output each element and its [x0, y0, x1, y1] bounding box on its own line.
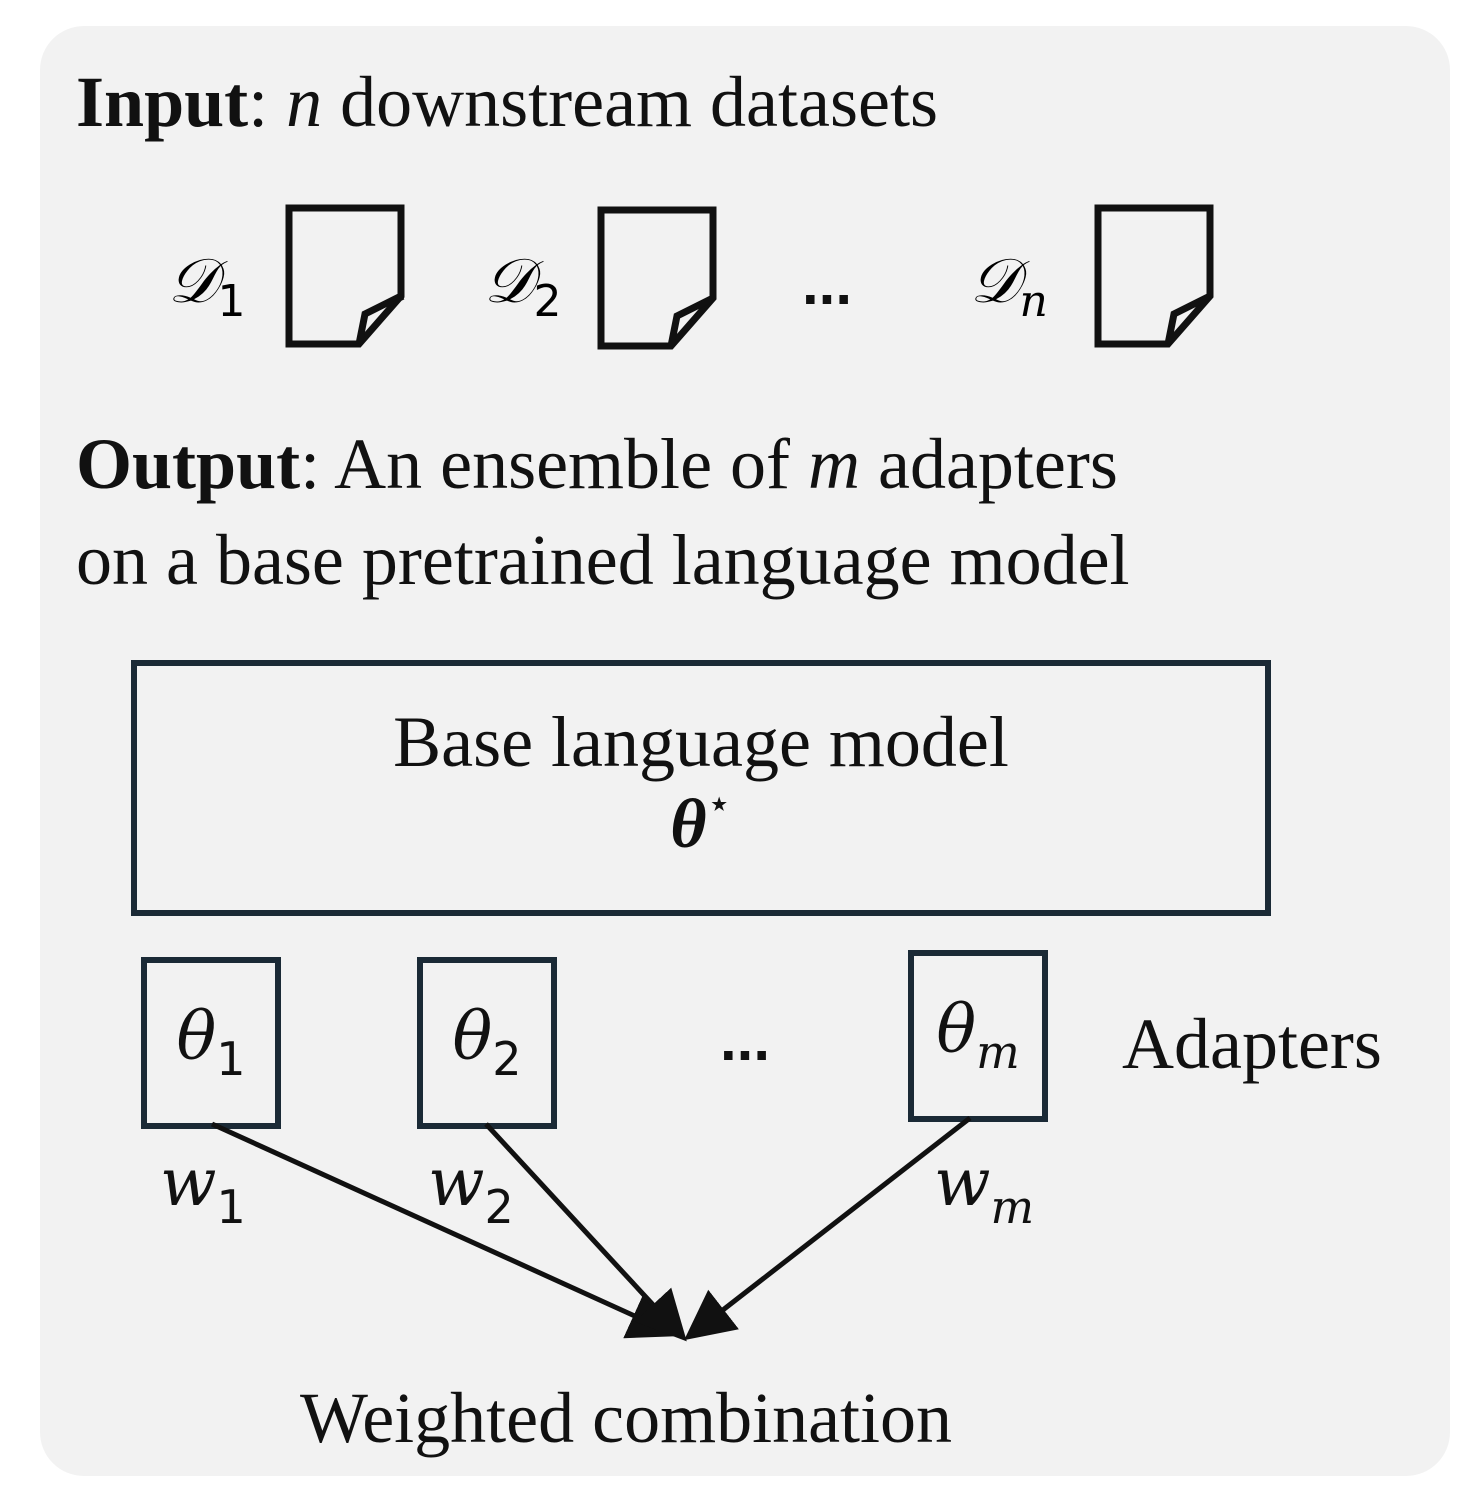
adapters-label: Adapters: [1122, 1004, 1382, 1084]
dataset-n-subscript: n: [1019, 276, 1048, 327]
output-text-b: adapters: [860, 424, 1118, 504]
weight-m-symbol: w: [934, 1144, 991, 1221]
adapter-m-box: θm: [908, 950, 1048, 1122]
adapter-1-theta: θ: [176, 998, 217, 1075]
input-label: Input: [76, 62, 249, 142]
document-icon: [1094, 204, 1214, 348]
adapter-2-symbol: θ2: [452, 1004, 521, 1083]
dataset-2-subscript: 2: [533, 276, 562, 327]
output-variable: m: [808, 424, 860, 504]
output-label: Output: [76, 424, 301, 504]
input-variable: n: [286, 62, 323, 142]
dataset-1-label: 𝒟1: [168, 250, 245, 324]
dataset-2-symbol: 𝒟: [484, 244, 534, 317]
arrow-m: [684, 1116, 972, 1341]
adapter-m-symbol: θm: [936, 997, 1019, 1076]
input-heading: Input: n downstream datasets: [76, 66, 938, 138]
weight-m-subscript: m: [990, 1180, 1035, 1234]
dataset-2-label: 𝒟2: [484, 250, 561, 324]
document-icon: [285, 204, 405, 348]
weight-m-label: wm: [934, 1150, 1034, 1231]
adapter-2-subscript: 2: [492, 1032, 522, 1086]
arrow-1: [210, 1121, 680, 1339]
arrow-2: [484, 1122, 687, 1342]
diagram-panel: [40, 26, 1450, 1476]
base-model-parameter: θ⋆: [137, 784, 1265, 860]
weight-1-subscript: 1: [216, 1180, 246, 1234]
input-separator: :: [248, 62, 287, 142]
input-text: downstream datasets: [322, 62, 938, 142]
adapter-2-theta: θ: [452, 998, 493, 1075]
output-text-a: An ensemble of: [334, 424, 808, 504]
weight-2-symbol: w: [428, 1144, 485, 1221]
weight-1-symbol: w: [160, 1144, 217, 1221]
adapter-1-symbol: θ1: [176, 1004, 245, 1083]
adapter-1-subscript: 1: [216, 1032, 246, 1086]
datasets-ellipsis: ...: [802, 250, 853, 317]
weight-2-subscript: 2: [484, 1180, 514, 1234]
dataset-n-symbol: 𝒟: [970, 244, 1020, 317]
adapter-m-theta: θ: [936, 991, 977, 1068]
dataset-n-label: 𝒟n: [970, 250, 1048, 324]
dataset-1-subscript: 1: [217, 276, 246, 327]
adapter-1-box: θ1: [141, 957, 281, 1129]
weight-2-label: w2: [428, 1150, 514, 1231]
base-model-box: Base language model θ⋆: [131, 660, 1271, 916]
output-separator: :: [300, 424, 335, 504]
document-icon: [597, 206, 717, 350]
adapter-m-subscript: m: [976, 1025, 1020, 1079]
base-model-theta: θ: [670, 786, 707, 863]
base-model-title: Base language model: [393, 702, 1009, 782]
output-line-2: on a base pretrained language model: [76, 520, 1130, 600]
weight-1-label: w1: [160, 1150, 246, 1231]
dataset-1-symbol: 𝒟: [168, 244, 218, 317]
combination-label: Weighted combination: [300, 1378, 953, 1458]
base-model-star: ⋆: [706, 781, 732, 826]
adapters-ellipsis: ...: [720, 1006, 771, 1073]
output-heading: Output: An ensemble of m adapters: [76, 428, 1118, 500]
